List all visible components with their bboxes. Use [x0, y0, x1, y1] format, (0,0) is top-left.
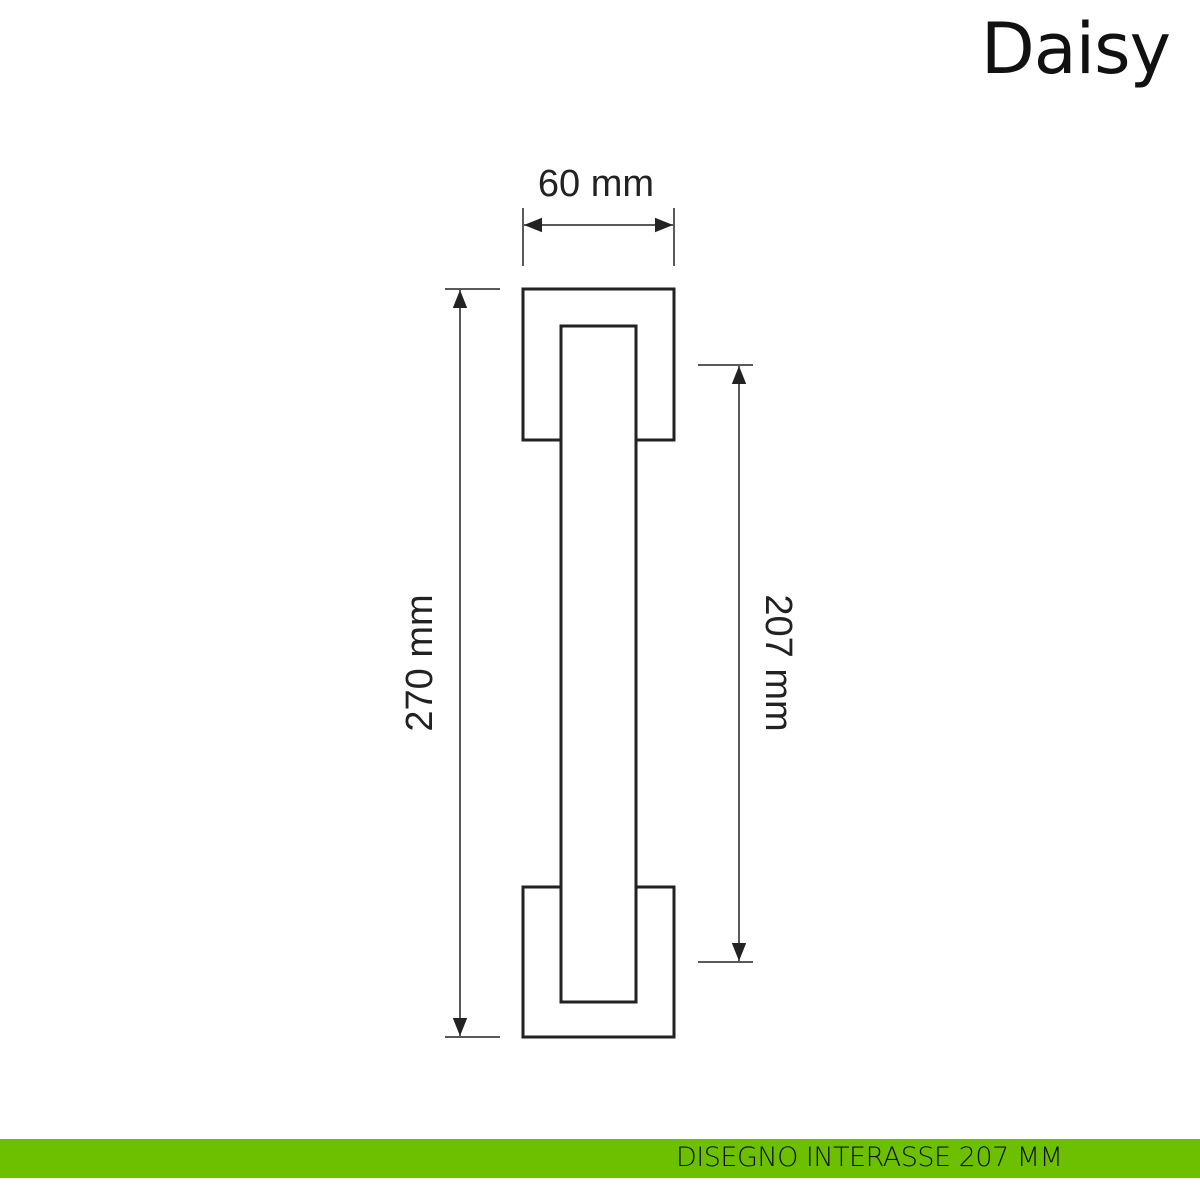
product-title: Daisy — [980, 8, 1171, 90]
total-length-label: 270 mm — [399, 594, 441, 731]
bottom-rosette — [521, 885, 676, 1039]
center-distance-label: 207 mm — [757, 594, 799, 731]
width-label: 60 mm — [538, 163, 654, 205]
top-rosette — [521, 287, 676, 442]
footer-bar: DISEGNO INTERASSE 207 MM — [0, 1139, 1200, 1178]
footer-caption: DISEGNO INTERASSE 207 MM — [676, 1142, 1063, 1173]
handle-bar — [559, 324, 638, 1004]
